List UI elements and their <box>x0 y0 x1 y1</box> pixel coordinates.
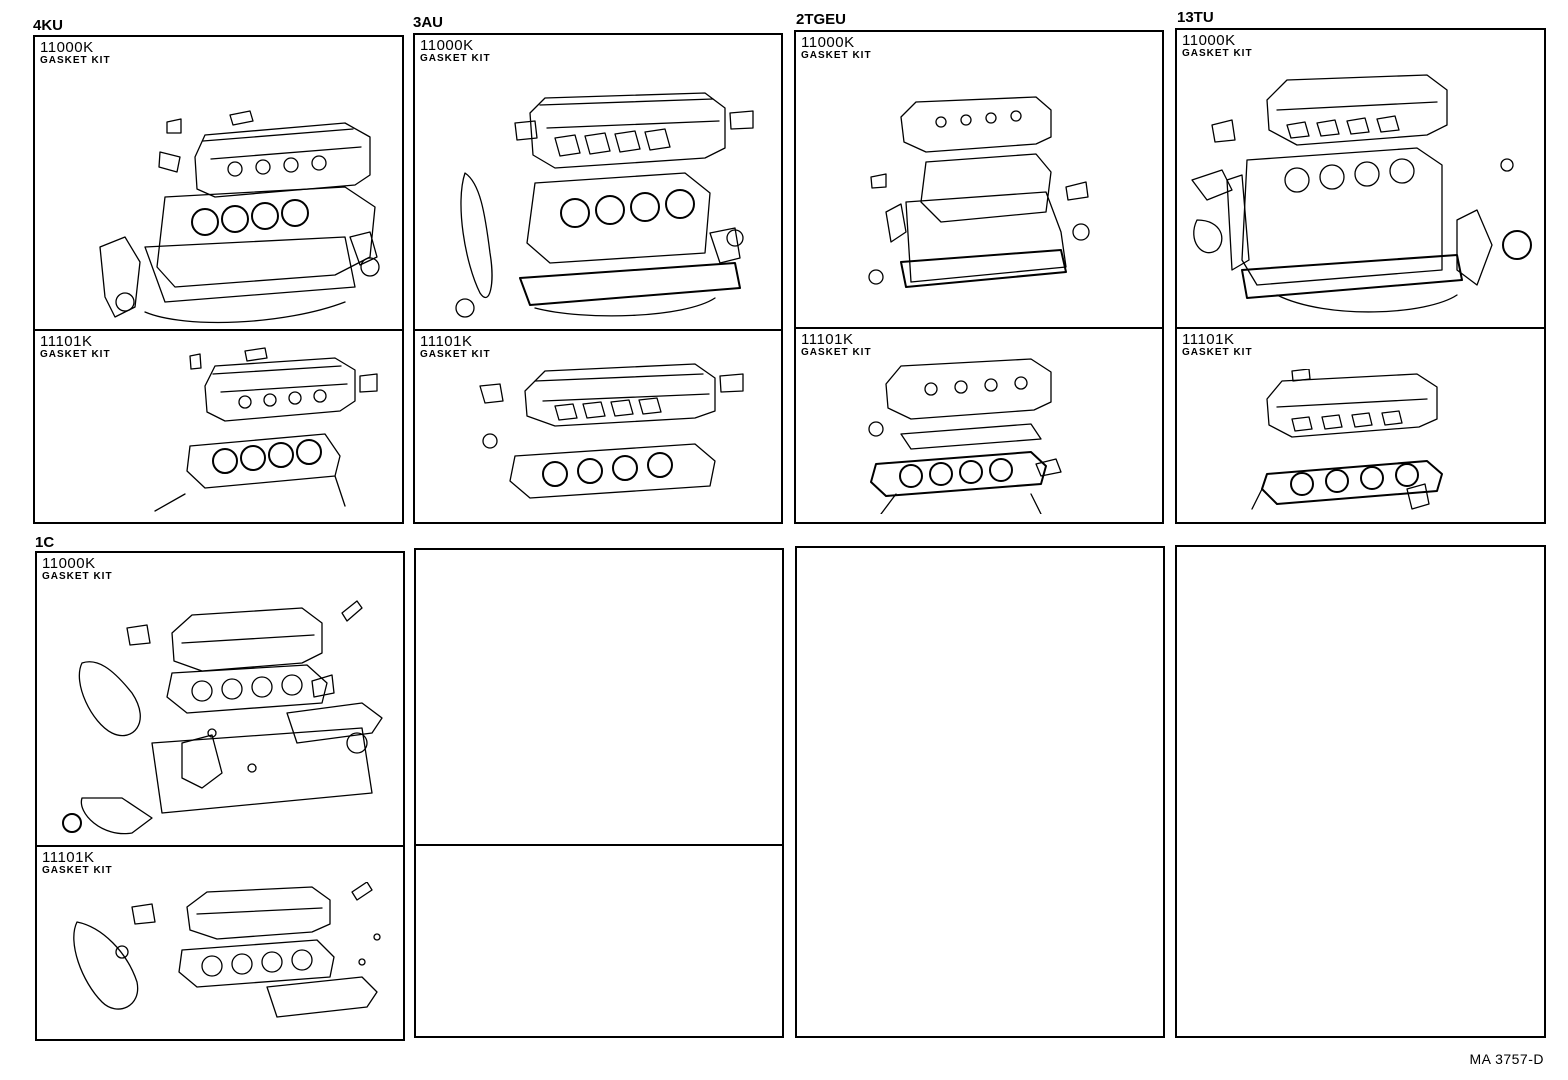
part-name: GASKET KIT <box>40 349 111 360</box>
engine-label-13tu: 13TU <box>1177 9 1214 26</box>
part-name: GASKET KIT <box>42 571 113 582</box>
head-gasket-set-icon <box>1247 369 1497 514</box>
kit-cell-4ku-11101k: 11101K GASKET KIT <box>35 329 402 522</box>
head-gasket-set-icon <box>145 346 385 516</box>
part-name: GASKET KIT <box>801 347 872 358</box>
kit-cell-13tu-11000k: 11000K GASKET KIT <box>1177 30 1544 331</box>
part-number: 11000K <box>420 37 474 54</box>
panel-1c: 11000K GASKET KIT 11101K <box>35 551 405 1041</box>
diesel-head-gasket-set-icon <box>62 882 392 1032</box>
engine-label-2tgeu: 2TGEU <box>796 11 847 28</box>
full-engine-gasket-set-icon <box>85 97 385 327</box>
kit-cell-3au-11000k: 11000K GASKET KIT <box>415 35 781 333</box>
part-name: GASKET KIT <box>801 50 872 61</box>
engine-label-3au: 3AU <box>413 14 444 31</box>
full-engine-gasket-set-icon <box>866 92 1106 302</box>
part-name: GASKET KIT <box>1182 347 1253 358</box>
part-name: GASKET KIT <box>40 55 111 66</box>
kit-cell-1c-11101k: 11101K GASKET KIT <box>37 845 403 1039</box>
kit-cell-2tgeu-11000k: 11000K GASKET KIT <box>796 32 1162 331</box>
full-engine-gasket-set-icon <box>1187 70 1537 325</box>
part-number: 11000K <box>42 555 96 572</box>
part-name: GASKET KIT <box>1182 48 1253 59</box>
kit-cell-3au-11101k: 11101K GASKET KIT <box>415 329 781 522</box>
part-number: 11101K <box>40 333 93 350</box>
part-number: 11101K <box>801 331 854 348</box>
kit-cell-4ku-11000k: 11000K GASKET KIT <box>35 37 402 333</box>
panel-4ku: 11000K GASKET KIT 11101K GASKET KIT <box>33 35 404 524</box>
diesel-engine-gasket-set-icon <box>52 593 397 843</box>
part-number: 11000K <box>1182 32 1236 49</box>
empty-panel-2 <box>414 548 784 1038</box>
part-number: 11101K <box>42 849 95 866</box>
head-gasket-set-icon <box>856 354 1116 514</box>
empty-panel-4 <box>1175 545 1546 1038</box>
empty-cell-2-lower <box>416 844 782 1036</box>
engine-label-4ku: 4KU <box>33 17 64 34</box>
part-number: 11101K <box>1182 331 1235 348</box>
part-name: GASKET KIT <box>42 865 113 876</box>
kit-cell-1c-11000k: 11000K GASKET KIT <box>37 553 403 849</box>
head-gasket-set-icon <box>465 356 755 516</box>
panel-2tgeu: 11000K GASKET KIT 11101K GASKET KIT <box>794 30 1164 524</box>
part-number: 11000K <box>40 39 94 56</box>
part-name: GASKET KIT <box>420 53 491 64</box>
kit-cell-13tu-11101k: 11101K GASKET KIT <box>1177 327 1544 522</box>
kit-cell-2tgeu-11101k: 11101K GASKET KIT <box>796 327 1162 522</box>
drawing-code: MA 3757-D <box>1469 1051 1544 1067</box>
engine-label-1c: 1C <box>35 534 55 551</box>
panel-3au: 11000K GASKET KIT 11101K GASKET KIT <box>413 33 783 524</box>
full-engine-gasket-set-icon <box>435 83 765 323</box>
part-number: 11101K <box>420 333 473 350</box>
part-name: GASKET KIT <box>420 349 491 360</box>
empty-panel-3 <box>795 546 1165 1038</box>
panel-13tu: 11000K GASKET KIT 11101K GASKET <box>1175 28 1546 524</box>
part-number: 11000K <box>801 34 855 51</box>
